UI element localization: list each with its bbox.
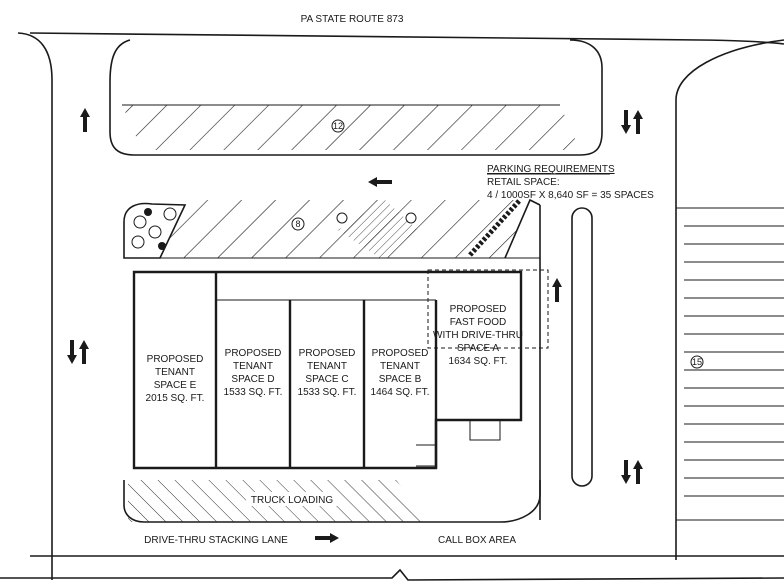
arrow-two-way-south-entrance-icon <box>621 460 643 484</box>
north-parking-row <box>122 104 580 150</box>
tenant-a-line: WITH DRIVE-THRU <box>433 330 523 341</box>
east-parking-row <box>676 207 784 521</box>
tenant-d-line: PROPOSED <box>225 348 282 359</box>
parking-req-heading: PARKING REQUIREMENTS <box>487 164 615 175</box>
middle-parking-row <box>124 200 540 259</box>
tenant-b-line: PROPOSED <box>372 348 429 359</box>
stacking-lane-label: DRIVE-THRU STACKING LANE <box>144 535 288 546</box>
building-footprint <box>132 269 549 470</box>
landscape-island-west <box>123 202 187 259</box>
landscape-island-east <box>468 198 541 259</box>
tenant-b-line: 1464 SQ. FT. <box>371 387 430 398</box>
tenant-d-text: PROPOSED TENANT SPACE D 1533 SQ. FT. <box>224 348 283 398</box>
tenant-c-line: SPACE C <box>305 374 348 385</box>
tenant-a-line: SPACE A <box>457 343 499 354</box>
tenant-space-c: PROPOSED TENANT SPACE C 1533 SQ. FT. <box>298 348 357 398</box>
svg-text:8: 8 <box>295 219 300 229</box>
road-label: PA STATE ROUTE 873 <box>301 14 404 25</box>
traffic-arrows <box>67 108 643 543</box>
accessible-parking-icon <box>336 212 417 224</box>
arrow-right-stacking-icon <box>315 533 339 543</box>
tenant-e-text: PROPOSED TENANT SPACE E 2015 SQ. FT. <box>146 354 205 404</box>
tenant-c-text: PROPOSED TENANT SPACE C 1533 SQ. FT. <box>298 348 357 398</box>
tenant-c-line: 1533 SQ. FT. <box>298 387 357 398</box>
tenant-space-a: PROPOSED FAST FOOD WITH DRIVE-THRU SPACE A 1… <box>433 304 523 367</box>
tenant-a-line: 1634 SQ. FT. <box>449 356 508 367</box>
tenant-space-b: PROPOSED TENANT SPACE B 1464 SQ. FT. <box>371 348 430 398</box>
tenant-e-line: 2015 SQ. FT. <box>146 393 205 404</box>
truck-loading-label: TRUCK LOADING <box>251 495 333 506</box>
tenant-space-e: PROPOSED TENANT SPACE E 2015 SQ. FT. <box>146 354 205 404</box>
east-row-count-badge: 15 <box>690 355 704 369</box>
middle-row-count-badge: 8 <box>291 217 305 231</box>
svg-text:12: 12 <box>333 121 343 131</box>
arrow-up-east-aisle-icon <box>552 278 562 302</box>
tenant-e-line: PROPOSED <box>147 354 204 365</box>
tenant-b-line: SPACE B <box>379 374 422 385</box>
arrow-two-way-north-entrance-icon <box>621 110 643 134</box>
tenant-e-line: TENANT <box>155 367 195 378</box>
tenant-b-line: TENANT <box>380 361 420 372</box>
tenant-e-line: SPACE E <box>154 380 197 391</box>
call-box-label: CALL BOX AREA <box>438 535 516 546</box>
tenant-c-line: PROPOSED <box>299 348 356 359</box>
arrow-two-way-west-icon <box>67 340 89 364</box>
tenant-a-text: PROPOSED FAST FOOD WITH DRIVE-THRU SPACE A 1… <box>433 304 523 367</box>
tenant-d-line: SPACE D <box>231 374 274 385</box>
parking-req-line2: 4 / 1000SF X 8,640 SF = 35 SPACES <box>487 190 654 201</box>
tenant-c-line: TENANT <box>307 361 347 372</box>
east-median <box>539 205 593 520</box>
road-curbs <box>0 32 784 581</box>
svg-text:15: 15 <box>692 357 702 367</box>
tenant-a-line: PROPOSED <box>450 304 507 315</box>
arrow-up-left-aisle-icon <box>80 108 90 132</box>
tenant-space-d: PROPOSED TENANT SPACE D 1533 SQ. FT. <box>224 348 283 398</box>
tenant-b-text: PROPOSED TENANT SPACE B 1464 SQ. FT. <box>371 348 430 398</box>
truck-loading-zone <box>123 480 541 523</box>
tenant-d-line: TENANT <box>233 361 273 372</box>
tenant-a-line: FAST FOOD <box>450 317 507 328</box>
parking-req-line1: RETAIL SPACE: <box>487 177 560 188</box>
arrow-left-aisle-icon <box>368 177 392 187</box>
parking-requirements-note: PARKING REQUIREMENTS RETAIL SPACE: 4 / 1… <box>487 164 654 201</box>
tenant-d-line: 1533 SQ. FT. <box>224 387 283 398</box>
north-row-count-badge: 12 <box>331 119 345 133</box>
